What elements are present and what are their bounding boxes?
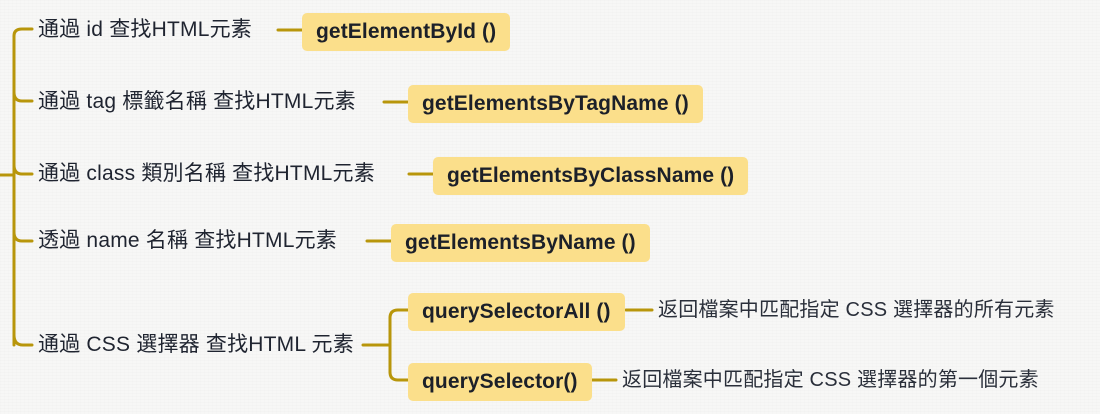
branch-elbow-by-id: [12, 27, 34, 48]
branch-label-by-id: 通過 id 查找HTML元素: [38, 18, 252, 41]
branch-elbow-by-css: [12, 333, 34, 347]
method-badge-get-element-by-id[interactable]: getElementById (): [302, 13, 511, 51]
method-badge-query-selector-all[interactable]: querySelectorAll (): [408, 293, 625, 331]
branch-elbow-by-class: [12, 163, 34, 176]
method-badge-get-elements-by-class-name[interactable]: getElementsByClassName (): [433, 157, 749, 195]
method-badge-get-elements-by-tag-name[interactable]: getElementsByTagName (): [408, 85, 703, 123]
sub-elbow-query-selector-all: [388, 308, 410, 327]
branch-elbow-by-tag: [12, 90, 34, 103]
description-query-selector-all: 返回檔案中匹配指定 CSS 選擇器的所有元素: [658, 299, 1055, 321]
branch-label-by-class: 通過 class 類別名稱 查找HTML元素: [38, 162, 375, 185]
branch-label-by-css-selector: 通過 CSS 選擇器 查找HTML 元素: [38, 333, 354, 356]
branch-elbow-by-name: [12, 230, 34, 243]
branch-label-by-name: 透過 name 名稱 查找HTML元素: [38, 229, 337, 252]
method-badge-query-selector[interactable]: querySelector(): [408, 363, 592, 401]
method-badge-get-elements-by-name[interactable]: getElementsByName (): [391, 224, 650, 262]
sub-elbow-query-selector: [388, 363, 410, 382]
description-query-selector: 返回檔案中匹配指定 CSS 選擇器的第一個元素: [622, 369, 1039, 391]
branch-label-by-tag: 通過 tag 標籤名稱 查找HTML元素: [38, 90, 356, 113]
